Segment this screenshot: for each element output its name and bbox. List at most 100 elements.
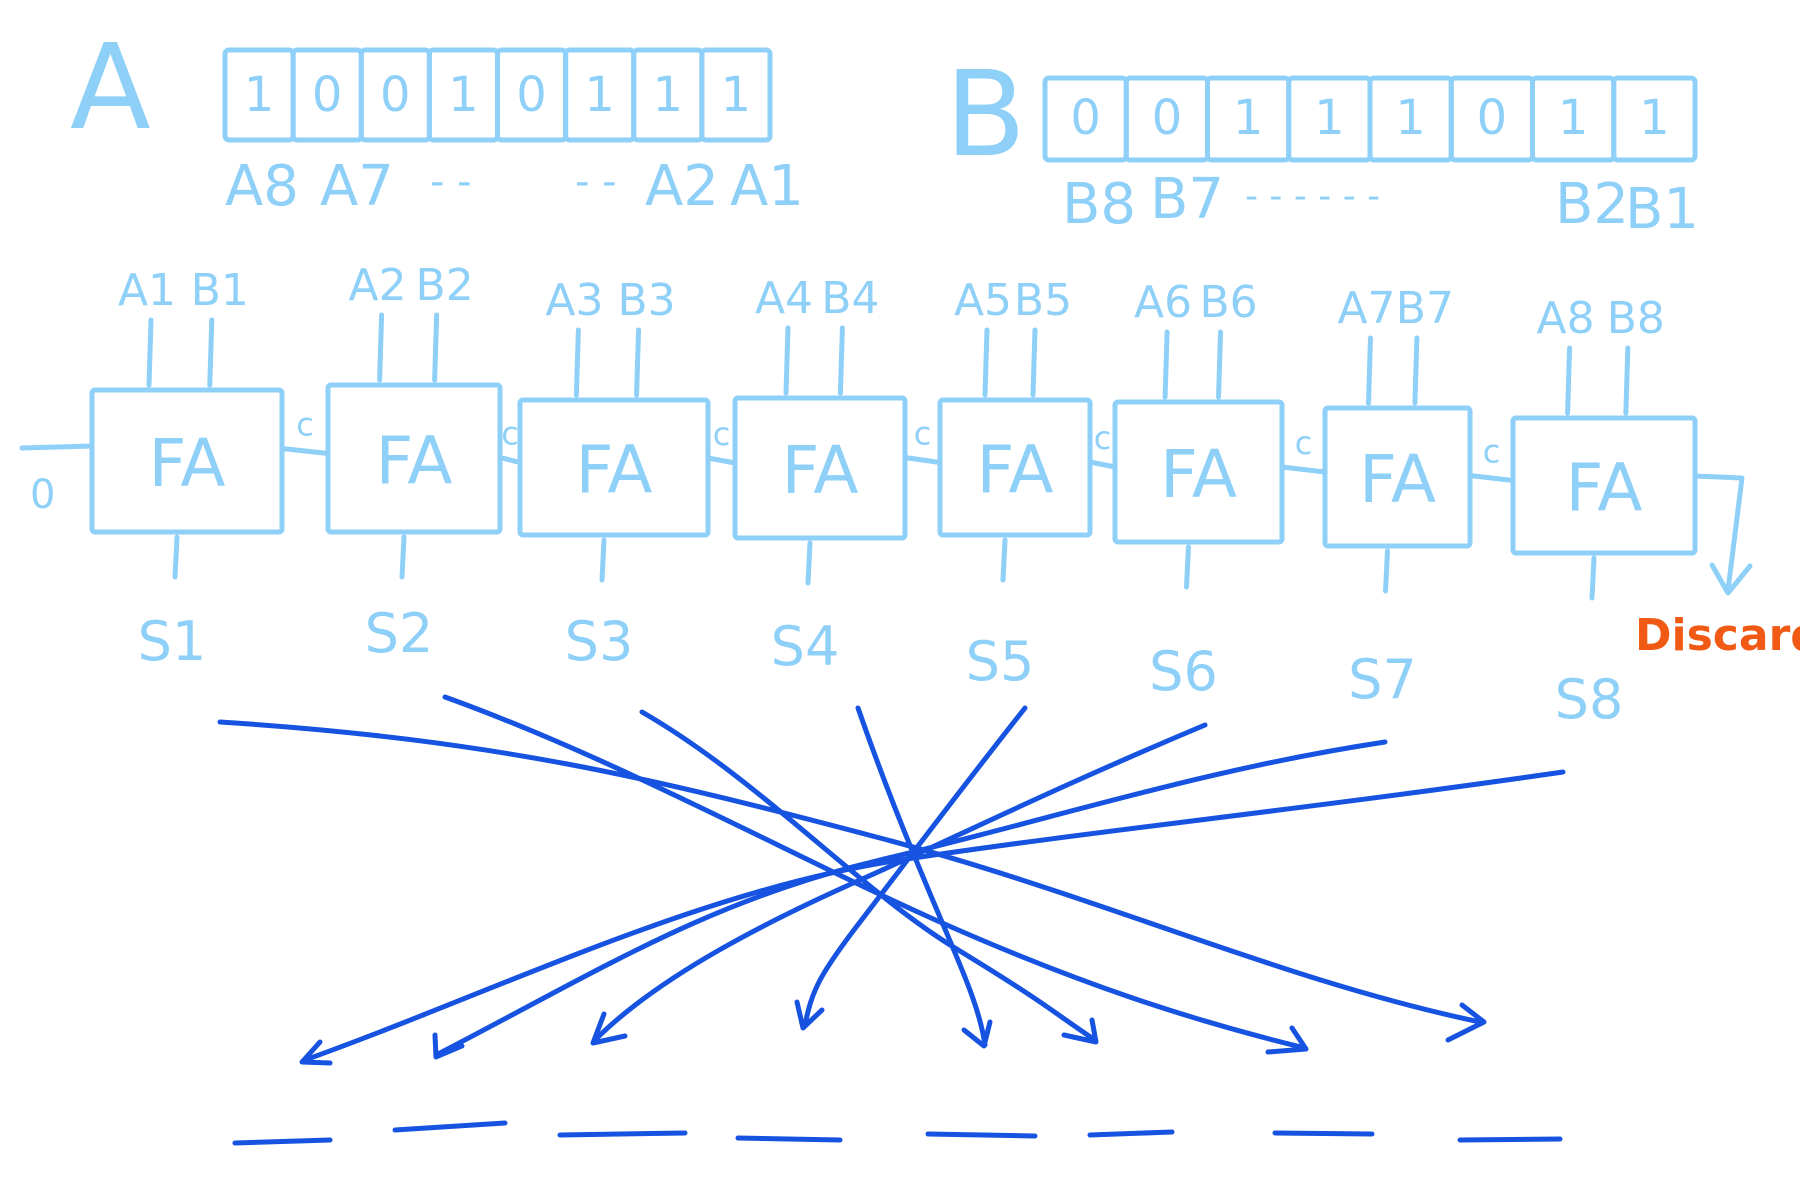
sum-output-line bbox=[1184, 544, 1191, 590]
output-slot bbox=[1272, 1130, 1375, 1137]
a-input-label: A6 bbox=[1134, 277, 1192, 328]
a-input-label: A1 bbox=[118, 265, 176, 316]
full-adder-label: FA bbox=[148, 425, 225, 502]
arrowhead bbox=[432, 1032, 465, 1060]
sum-output-label: S8 bbox=[1555, 668, 1624, 731]
full-adder-label: FA bbox=[1565, 450, 1642, 527]
arrow-line bbox=[442, 694, 1308, 1051]
arrow-line bbox=[855, 705, 988, 1048]
carry-label: c bbox=[1295, 424, 1313, 462]
a-input-line bbox=[1162, 329, 1170, 400]
arrow-line bbox=[437, 739, 1388, 1056]
a-input-label: A2 bbox=[349, 260, 407, 311]
a-input-label: A5 bbox=[954, 275, 1012, 326]
output-slot bbox=[1457, 1136, 1563, 1143]
sum-output-line bbox=[1589, 555, 1597, 601]
carry-label: c bbox=[713, 415, 731, 453]
bit-label: A7 bbox=[320, 154, 394, 219]
arrow-line bbox=[802, 705, 1028, 1028]
register-b-bit: 1 bbox=[1639, 90, 1670, 146]
b-input-label: B4 bbox=[821, 273, 879, 324]
sum-output-label: S4 bbox=[771, 615, 840, 678]
full-adder-box bbox=[1510, 415, 1698, 556]
full-adder-box bbox=[89, 387, 285, 535]
register-a-bit: 0 bbox=[312, 67, 343, 123]
full-adder-label: FA bbox=[976, 432, 1053, 509]
b-input-line bbox=[1412, 335, 1420, 406]
arrow-line bbox=[217, 719, 1483, 1025]
a-input-label: A7 bbox=[1337, 283, 1395, 334]
sum-output-line bbox=[172, 534, 180, 580]
register-b-bit: 0 bbox=[1070, 90, 1101, 146]
full-adder-box bbox=[1112, 399, 1285, 545]
b-input-label: B7 bbox=[1396, 283, 1454, 334]
register-a-cell-frame bbox=[699, 47, 773, 143]
carry-out: Discard bbox=[1635, 473, 1800, 661]
register-a-cell: 1 bbox=[631, 47, 705, 143]
register-b-cell: 1 bbox=[1530, 75, 1617, 163]
bit-label: B2 bbox=[1555, 172, 1629, 237]
b-input-line bbox=[1030, 327, 1038, 398]
sum-output-label: S1 bbox=[138, 610, 207, 673]
b-input-label: B1 bbox=[191, 265, 249, 316]
sum-output-label: S3 bbox=[565, 610, 634, 673]
register-b-cell: 0 bbox=[1123, 75, 1210, 163]
bit-label: - - bbox=[430, 159, 472, 205]
register-b-cell-frame bbox=[1611, 75, 1698, 163]
bit-label: A2 bbox=[645, 154, 719, 219]
b-input-line bbox=[1216, 329, 1224, 400]
register-b-name: B bbox=[945, 45, 1026, 183]
output-slot bbox=[557, 1130, 688, 1138]
output-slot bbox=[735, 1135, 843, 1143]
a-input-line bbox=[982, 327, 990, 398]
full-adder-label: FA bbox=[1359, 441, 1436, 518]
register-a-bit-labels: A8 A7 - - - - A2 A1 bbox=[225, 154, 804, 219]
a-input-line bbox=[377, 312, 385, 383]
bit-label: B7 bbox=[1150, 167, 1224, 232]
register-b-bit: 1 bbox=[1395, 90, 1426, 146]
output-slot bbox=[1087, 1129, 1175, 1138]
a-input-line bbox=[146, 317, 154, 388]
b-input-label: B3 bbox=[617, 275, 675, 326]
a-input-line bbox=[1366, 335, 1373, 406]
register-a-bit: 0 bbox=[380, 67, 411, 123]
carry-in-value: 0 bbox=[30, 472, 55, 518]
b-input-label: B2 bbox=[416, 260, 474, 311]
discard-label: Discard bbox=[1635, 610, 1800, 661]
full-adder-label: FA bbox=[781, 432, 858, 509]
bit-label: B1 bbox=[1625, 177, 1699, 242]
register-b-bit: 0 bbox=[1152, 90, 1183, 146]
register-b-cell: 1 bbox=[1205, 75, 1292, 163]
arrowhead bbox=[961, 1019, 993, 1049]
register-a-name: A bbox=[70, 18, 151, 156]
register-b-bit-labels: B8 B7 - - - - - - B2 B1 bbox=[1062, 167, 1699, 242]
a-input-line bbox=[1565, 345, 1573, 416]
sum-output-label: S7 bbox=[1348, 648, 1417, 711]
register-a-cell: 0 bbox=[495, 47, 569, 143]
carry-label: c bbox=[1483, 433, 1501, 471]
register-a-bit: 1 bbox=[721, 67, 752, 123]
full-adder-label: FA bbox=[575, 432, 652, 509]
register-a-bit: 1 bbox=[448, 67, 479, 123]
register-b-cell: 1 bbox=[1367, 75, 1454, 163]
a-input-line bbox=[783, 325, 791, 396]
bit-label: A1 bbox=[730, 154, 804, 219]
arrowhead bbox=[1445, 1002, 1487, 1043]
b-input-label: B5 bbox=[1014, 275, 1072, 326]
sum-output-line bbox=[1000, 537, 1008, 583]
register-b-bit: 1 bbox=[1233, 90, 1264, 146]
bit-label: A8 bbox=[225, 154, 299, 219]
carry-in-line bbox=[19, 443, 95, 451]
arrow-line bbox=[639, 709, 1098, 1043]
register-a-bit: 1 bbox=[244, 67, 275, 123]
bit-label: - - bbox=[575, 159, 617, 205]
carry-out-line bbox=[1692, 473, 1745, 593]
